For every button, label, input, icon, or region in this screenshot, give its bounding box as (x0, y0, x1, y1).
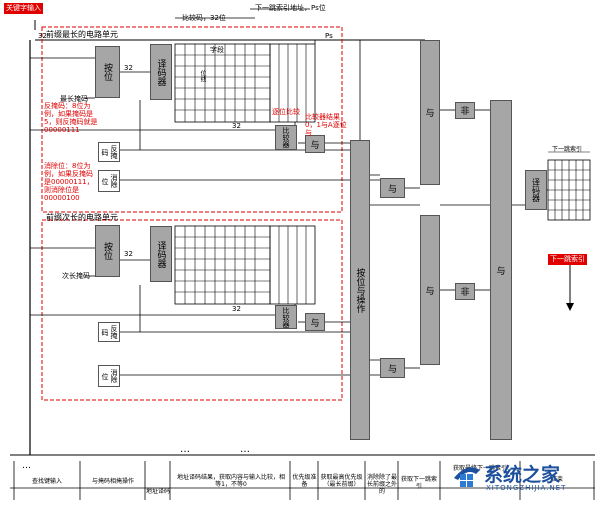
and-gate-2b: 与 (380, 358, 405, 378)
stage-label: 获取最终下一跳索引 (452, 465, 507, 472)
and-gate-final: 与 (490, 100, 512, 440)
unit2-title: 前缀次长的电路单元 (46, 213, 118, 222)
second-mask-label: 次长掩码 (62, 272, 90, 280)
watermark-text: 系统之家 (484, 464, 561, 486)
and-gate-3b: 与 (420, 215, 440, 365)
input-key-tag: 关键字输入 (4, 3, 43, 14)
bus-width-label: 32 (124, 250, 133, 258)
clear-bit-block-1: 消除位 (98, 170, 120, 192)
bus-ps-label: Ps (325, 32, 333, 40)
inverse-mask-block-1: 反掩码 (98, 142, 120, 162)
and-gate-1b: 与 (380, 178, 405, 198)
bitwise-compare-note: 逐位比较 (272, 108, 300, 116)
comparator-block-2: 比较器 (275, 305, 297, 329)
unit1-title: 前缀最长的电路单元 (46, 30, 118, 39)
memory-grid-1 (174, 43, 316, 123)
decoder-block-final: 译码器 (525, 170, 547, 210)
and-gate-1a: 与 (305, 135, 325, 153)
decoder-block-2: 译码器 (150, 226, 172, 282)
decoder-block-1: 译码器 (150, 44, 172, 100)
bus-width-label: 32 (124, 64, 133, 72)
next-hop-index-tag: 下一跳索引 (548, 254, 587, 265)
stage-label: 优先级准备 (292, 474, 317, 488)
comparator-block-1: 比较器 (275, 125, 297, 150)
ellipsis: … (22, 461, 31, 471)
bitwise-and-operation-block: 按位与操作 (350, 140, 370, 440)
and-gate-3a: 与 (420, 40, 440, 185)
stage-label: 地址译码结果，获取内容与输入比较，相等1，不等0 (176, 474, 285, 488)
clear-bit-note: 消除位：8位为例，如果反掩码是00000111，则消除位是00000100 (44, 162, 94, 202)
word-line-label: 字段 (210, 46, 224, 54)
not-gate-1: 非 (455, 102, 475, 119)
next-hop-width-label: 下一跳索引地址，Ps位 (255, 4, 326, 12)
bus-width-label: 32 (232, 305, 241, 313)
watermark-logo-icon (452, 460, 482, 488)
ellipsis: … (240, 444, 252, 455)
stage-label: 结束 (550, 476, 563, 483)
stage-label: 获取最高优先级（最长前缀） (320, 474, 363, 488)
and-gate-2a: 与 (305, 313, 325, 331)
compare-width-label: 比较码，32位 (182, 14, 226, 22)
not-gate-2: 非 (455, 283, 475, 300)
memory-grid-2 (174, 225, 316, 305)
bus-width-label: 32 (38, 32, 47, 40)
ellipsis: … (180, 444, 192, 455)
stage-label: 获取下一跳索引 (400, 476, 437, 490)
bit-line-label: 位线 (199, 70, 206, 82)
next-hop-table-grid (547, 151, 591, 221)
bus-width-label: 32 (232, 122, 241, 130)
compare-result-note: 比较器结果0，1与A逐位与 (305, 113, 347, 137)
stage-label: 地址译码 (146, 488, 171, 495)
longest-mask-label: 最长掩码 (60, 95, 88, 103)
next-hop-table-label: 下一跳索引 (552, 146, 583, 153)
stage-label: 查找键输入 (31, 478, 62, 485)
watermark-url: XITONGZHIJIA.NET (486, 484, 567, 492)
inverse-mask-block-2: 反掩码 (98, 322, 120, 342)
stage-label: 与掩码相掩操作 (91, 478, 134, 485)
bitwise-and-block-2: 按位 (95, 225, 120, 277)
inverse-mask-note: 反掩码：8位为例，如果掩码是5，则反掩码就是00000111 (44, 102, 98, 134)
bitwise-and-block-1: 按位 (95, 46, 120, 98)
stage-label: 消除除了最长前缀之外的 (367, 474, 398, 495)
clear-bit-block-2: 消除位 (98, 365, 120, 387)
